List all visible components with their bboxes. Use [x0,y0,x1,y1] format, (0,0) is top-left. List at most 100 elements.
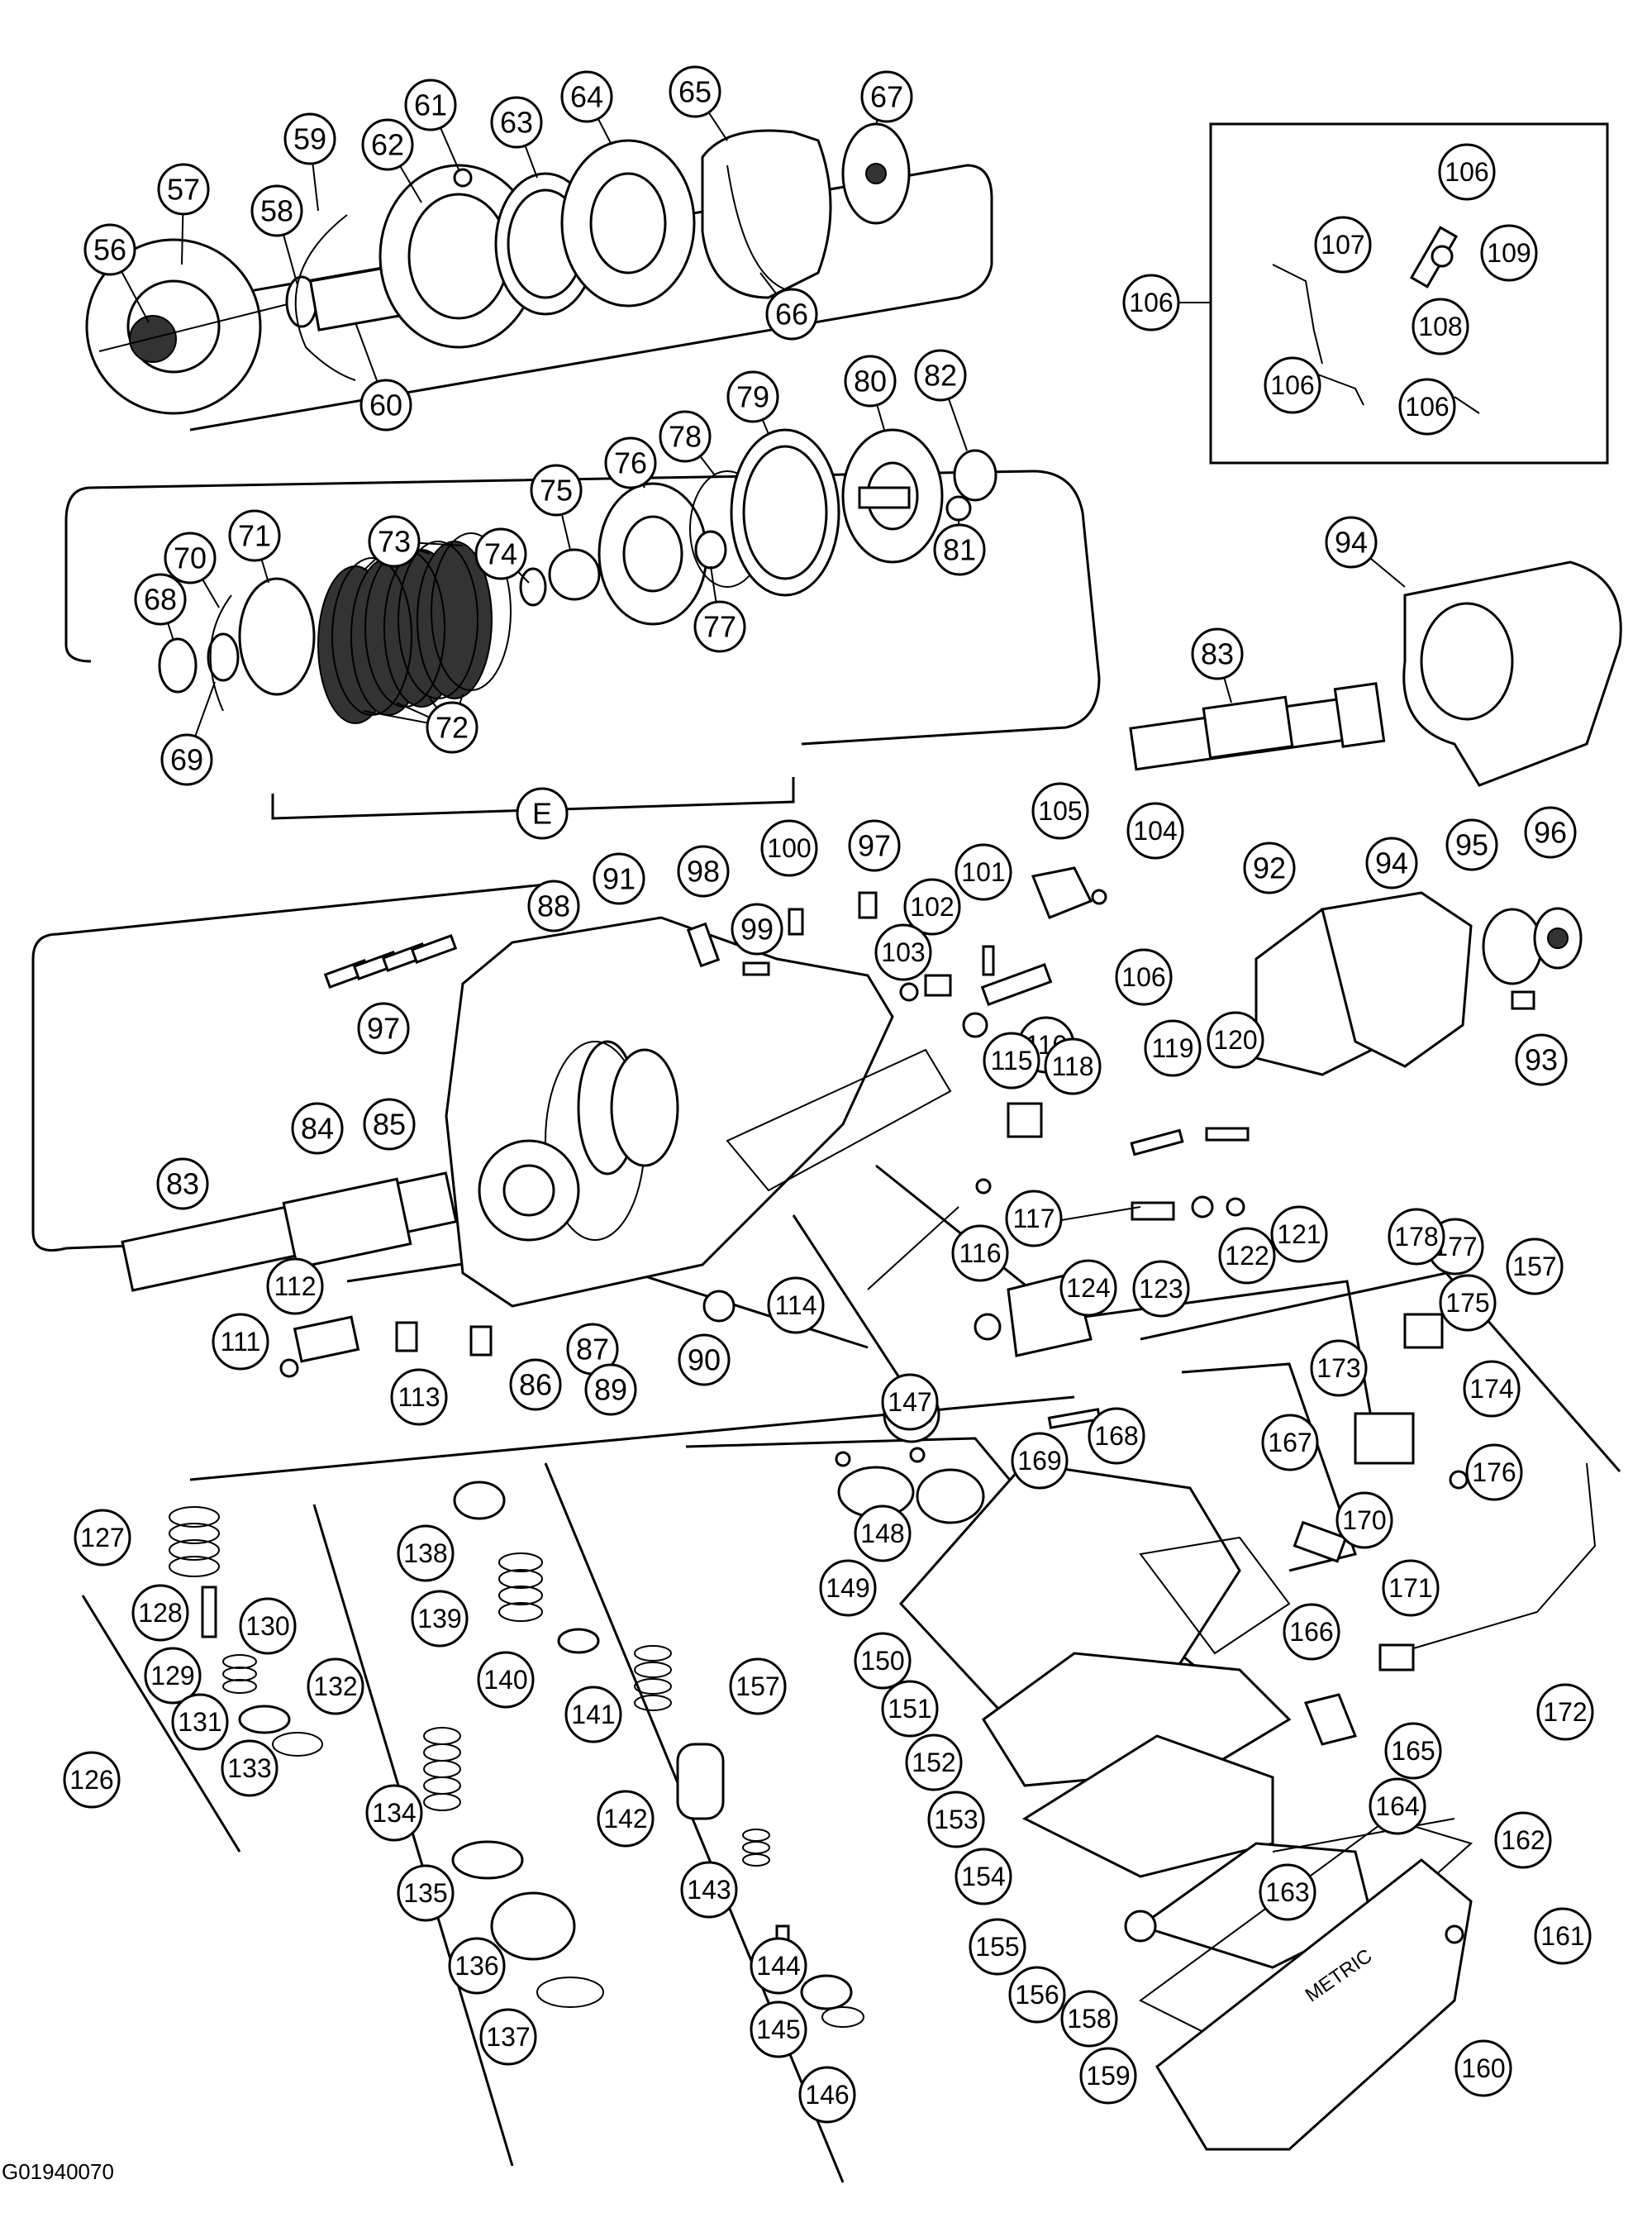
ref-number-label: 104 [1133,816,1177,846]
ref-number-label: 57 [167,173,200,207]
ref-balloon-91: 91 [593,852,645,905]
ref-balloon-circle [1438,143,1496,201]
ref-balloon-circle [1445,818,1498,871]
ref-balloon-circle [291,1102,344,1155]
ref-number-label: 152 [912,1748,955,1777]
ref-balloon-circle [1060,1990,1118,2048]
ref-balloon-circle [1079,2047,1137,2105]
ref-balloon-circle [1534,1907,1592,1965]
ref-balloon-circle [250,184,303,237]
ref-balloon-circle [164,532,217,584]
ref-balloon-circle [905,1733,963,1791]
ref-balloon-circle [397,1524,455,1582]
part-142-sleeve [676,1743,725,1820]
ref-balloon-circle [239,1597,297,1655]
ref-number-label: 169 [1017,1446,1061,1476]
part-130-spring [222,1654,257,1694]
ref-balloon-circle [490,96,543,149]
part-160-oil-pan [1155,1858,1473,2151]
ref-number-label: 112 [274,1271,316,1301]
ref-number-label: 95 [1455,828,1488,862]
ref-balloon-122: 122 [1218,1227,1276,1285]
ref-number-label: 150 [860,1646,904,1676]
ref-number-label: 94 [1375,846,1408,880]
ref-balloon-101: 101 [955,843,1012,901]
ref-balloon-145: 145 [750,2000,807,2058]
ref-balloon-172: 172 [1536,1683,1594,1741]
part-121-pin [1226,1197,1245,1217]
ref-balloon-circle [560,70,613,123]
ref-balloon-116: 116 [951,1224,1009,1282]
ref-balloon-circle [604,436,657,489]
ref-balloon-121: 121 [1270,1205,1328,1263]
ref-number-label: 108 [1418,312,1462,341]
part-117-clip [975,1178,992,1195]
ref-balloon-147: 147 [881,1373,939,1431]
ref-number-label: 109 [1487,238,1531,268]
part-103-clip [899,982,919,1002]
ref-number-label: 143 [687,1875,731,1905]
ref-number-label: 123 [1139,1274,1183,1304]
ref-balloon-151: 151 [881,1680,939,1738]
ref-balloon-circle [584,1363,637,1416]
ref-number-label: 79 [736,380,769,414]
ref-number-label: 88 [537,889,570,923]
ref-number-label: 91 [602,862,636,896]
ref-balloon-169: 169 [1011,1432,1069,1490]
ref-number-label: 131 [178,1707,221,1737]
ref-balloon-circle [750,2000,807,2058]
ref-number-label: 170 [1342,1505,1386,1535]
ref-balloon-69: 69 [160,733,213,786]
ref-number-label: 173 [1316,1353,1360,1383]
ref-balloon-88: 88 [527,880,580,932]
ref-balloon-circle [593,852,645,905]
ref-balloon-circle [131,1584,189,1642]
part-106-shaft [980,963,1053,1006]
ref-number-label: 178 [1394,1222,1438,1252]
ref-balloon-circle [1439,1274,1497,1332]
part-65-band [701,129,832,299]
part-172-harness [1396,1462,1597,1654]
part-174-solenoid-assy [1354,1412,1415,1465]
ref-number-label: 86 [519,1368,552,1402]
part-134-spring [423,1727,461,1811]
ref-balloon-circle [854,1505,912,1562]
ref-balloon-circle [527,880,580,932]
part-162-gasket [1272,1818,1455,1853]
ref-number-label: 81 [943,533,976,567]
ref-balloon-148: 148 [854,1505,912,1562]
ref-balloon-72: 72 [426,701,478,754]
part-166-valve-body-upper [1139,1536,1291,1655]
ref-number-label: 106 [1445,157,1488,187]
ref-balloon-circle [530,464,583,517]
part-137-snap-ring [536,1977,604,2008]
ref-number-label: 153 [934,1805,978,1834]
group-label-e: E [516,787,569,840]
part-113-plug [395,1321,418,1352]
part-95-bushing [1482,908,1543,985]
ref-balloon-133: 133 [221,1739,279,1797]
ref-number-label: 63 [500,106,533,140]
ref-balloon-86: 86 [509,1358,562,1411]
ref-number-label: 157 [1512,1252,1556,1281]
ref-number-label: 67 [870,80,903,114]
ref-number-label: 161 [1540,1921,1584,1951]
part-111-bolt [279,1358,299,1378]
ref-balloon-circle [171,1693,229,1751]
part-175-solenoid [1403,1313,1444,1349]
ref-balloon-circle [479,2008,537,2066]
ref-balloon-circle [448,1937,506,1995]
ref-balloon-circle [597,1790,655,1848]
ref-number-label: 157 [736,1671,779,1701]
part-140-retainer [557,1628,600,1654]
ref-number-label: 146 [805,2080,849,2110]
ref-balloon-circle [1369,1777,1426,1835]
part-61-clip [453,168,473,188]
ref-balloon-97: 97 [848,819,901,872]
ref-number-label: 145 [756,2015,800,2044]
ref-balloon-84: 84 [291,1102,344,1155]
ref-balloon-120: 120 [1207,1011,1264,1069]
ref-balloon-81: 81 [933,523,986,576]
ref-balloon-circle [854,1632,912,1690]
